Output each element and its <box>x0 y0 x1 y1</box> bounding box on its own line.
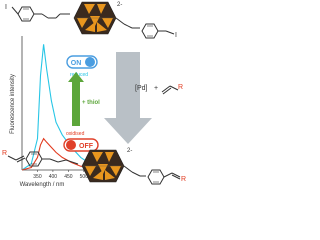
top-charge-label: 2- <box>117 2 122 8</box>
polyoxometalate-cluster-bottom <box>81 149 125 183</box>
bottom-charge-label: 2- <box>127 148 132 154</box>
plus-sign: + <box>154 85 158 92</box>
left-aryl-ring <box>11 6 70 22</box>
reduced-label: reduced <box>70 72 88 78</box>
reaction-figure: I 2- I Fluo <box>2 1 186 188</box>
left-r-label: R <box>2 150 7 157</box>
right-aryl-chain <box>115 17 175 39</box>
y-axis-label: Fluorescence intensity <box>10 74 16 134</box>
right-styryl-chain <box>123 165 181 185</box>
x-tick-labels: 350 400 450 500 <box>33 174 88 180</box>
on-badge: ON <box>66 55 98 69</box>
alkene-r-label: R <box>178 84 183 91</box>
left-styryl-chain <box>7 151 79 167</box>
oxidised-label: oxidised <box>66 131 85 137</box>
alkene-reagent <box>161 85 179 95</box>
polyoxometalate-cluster-top <box>73 1 117 35</box>
thiol-arrow <box>68 72 84 126</box>
off-label: OFF <box>79 143 94 150</box>
x-tick-label: 350 <box>33 174 42 180</box>
x-tick-label: 500 <box>80 174 89 180</box>
on-label: ON <box>71 60 82 67</box>
x-tick-label: 450 <box>64 174 73 180</box>
left-iodo-label: I <box>5 4 7 11</box>
down-arrow <box>104 52 152 144</box>
right-iodo-label: I <box>175 32 177 39</box>
molecule-bottom: R 2- <box>2 148 186 185</box>
x-tick-label: 400 <box>49 174 58 180</box>
x-axis-label: Wavelength / nm <box>20 182 65 188</box>
series-line-oxidised <box>21 137 91 171</box>
thiol-label: + thiol <box>82 100 100 106</box>
reaction-step: [Pd] + R <box>104 52 183 144</box>
right-r-label: R <box>181 176 186 183</box>
catalyst-label: [Pd] <box>135 85 148 92</box>
molecule-top: I 2- I <box>5 1 177 39</box>
fluorescence-chart: Fluorescence intensity 350 400 450 500 Wave… <box>10 36 100 188</box>
off-badge: OFF <box>63 138 99 152</box>
x-tick-marks <box>37 170 85 172</box>
